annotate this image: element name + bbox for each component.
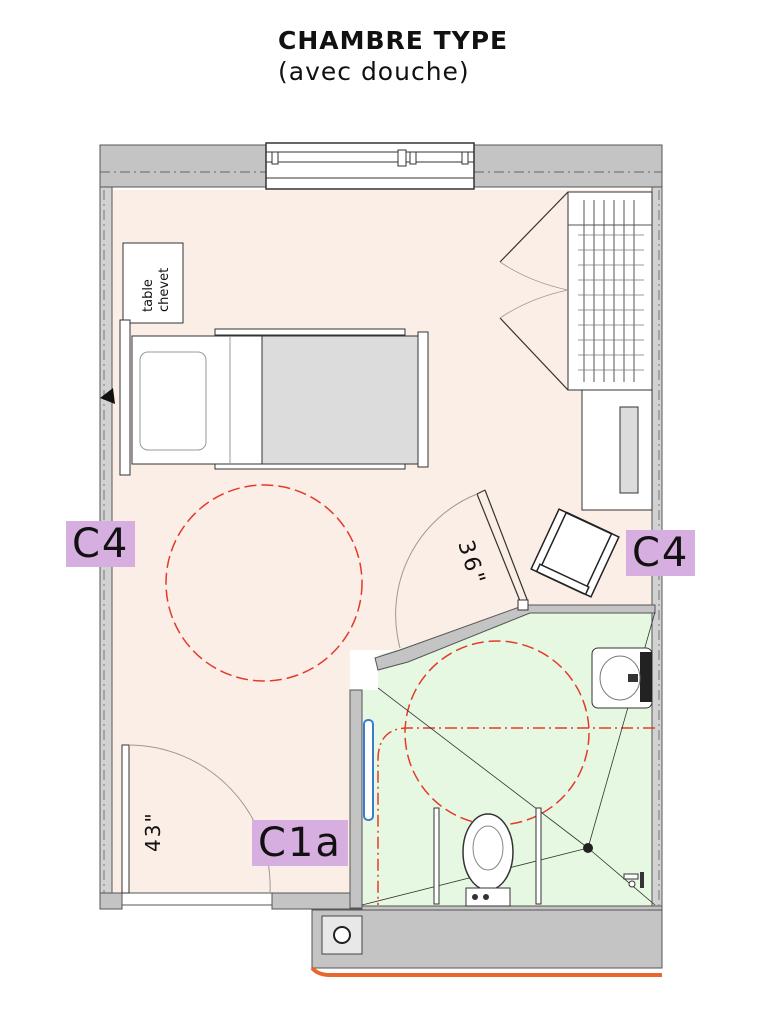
shower-grab-bar (363, 719, 374, 821)
wardrobe (499, 191, 653, 391)
nightstand (122, 242, 184, 324)
window (265, 142, 475, 190)
desk (581, 389, 653, 511)
top-wall-left (99, 144, 269, 188)
wall-outlet-icon (100, 388, 115, 404)
service-duct (311, 909, 663, 969)
title-line-1: CHAMBRE TYPE (278, 26, 509, 55)
nightstand-label-line1: table (141, 279, 156, 312)
sink (591, 647, 653, 709)
duct-drain-icon (333, 926, 351, 944)
shower-tap-icon (623, 872, 644, 888)
code-label-left: C4 (66, 521, 136, 567)
nightstand-label-line2: chevet (157, 268, 172, 312)
turning-circle-bedroom (165, 484, 363, 682)
plan-title: CHAMBRE TYPE (avec douche) (278, 26, 508, 86)
bottom-wall-left (99, 892, 123, 910)
floor-drain-icon (583, 843, 593, 853)
pipe (310, 966, 662, 977)
nightstand-label: table chevet (141, 268, 172, 312)
bed (119, 319, 429, 476)
bathroom-door (395, 489, 529, 649)
toilet (433, 807, 542, 907)
title-line-2: (avec douche) (278, 57, 470, 86)
top-wall-right (473, 144, 663, 188)
code-label-right: C4 (626, 530, 696, 576)
entry-door-width: 43" (141, 811, 165, 852)
partition-wall-vertical (349, 689, 363, 909)
corridor-door-threshold (121, 892, 273, 906)
shower-zone-outline (377, 727, 655, 905)
bottom-wall-mid (271, 892, 363, 910)
code-label-entry: C1a (252, 820, 348, 866)
chair (530, 508, 620, 598)
